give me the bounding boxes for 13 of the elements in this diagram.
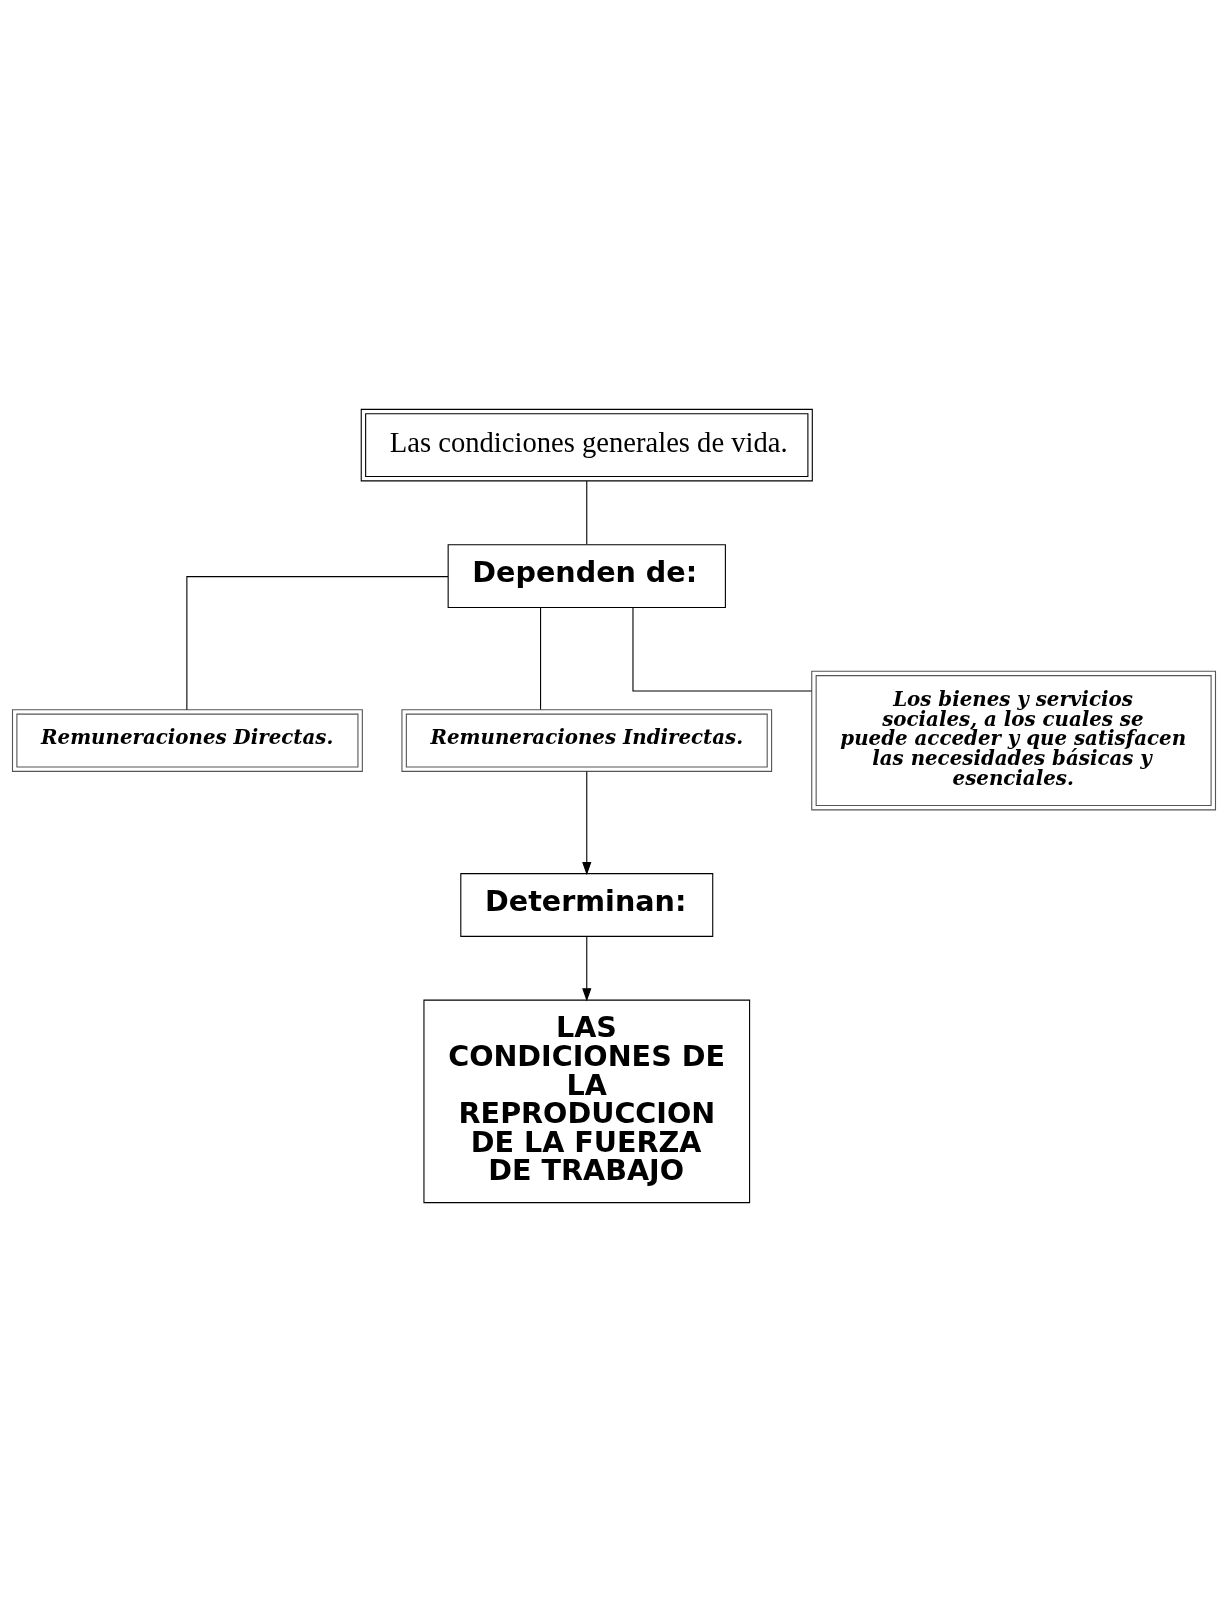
node-box: Dependen de: (447, 543, 726, 608)
connector (540, 606, 542, 710)
connector (586, 479, 588, 545)
node-box: Remuneraciones Indirectas. (401, 708, 773, 772)
node-box: Remuneraciones Directas. (11, 708, 363, 772)
arrow (582, 770, 592, 875)
node-box: Los bienes y servicios sociales, a los cuales se puede acceder y que satisfacen las necesidades básicas y esenciales. (811, 670, 1217, 810)
arrow (582, 935, 592, 1001)
node-box: Las condiciones generales de vida. (360, 408, 813, 481)
node-box: Determinan: (460, 872, 714, 937)
connector (186, 575, 449, 710)
node-box: LAS CONDICIONES DE LA REPRODUCCION DE LA FUERZA DE TRABAJO (423, 999, 751, 1203)
connector (632, 606, 813, 692)
